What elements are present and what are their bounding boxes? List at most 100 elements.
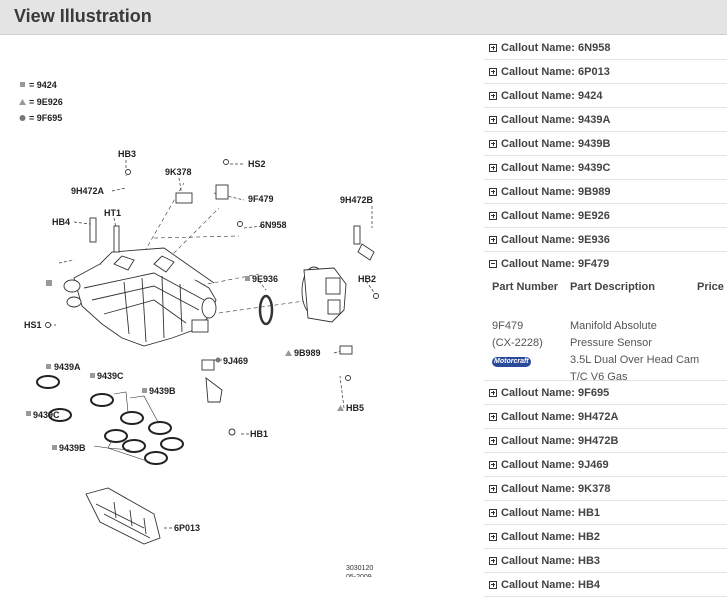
plus-box-icon[interactable]	[489, 139, 497, 148]
plus-box-icon[interactable]	[489, 187, 497, 196]
callout-9e936[interactable]: 9E936	[252, 274, 278, 284]
callout-row[interactable]: Callout Name: 9439A	[484, 108, 727, 132]
plus-box-icon[interactable]	[489, 436, 497, 445]
callout-value: 9439B	[578, 137, 611, 150]
intake-manifold	[63, 247, 217, 347]
part-number-link[interactable]: 9F479	[492, 320, 524, 332]
callout-ht1[interactable]: HT1	[104, 208, 121, 218]
callout-row[interactable]: Callout Name: 9H472B	[484, 429, 727, 453]
callout-prefix: Callout Name:	[501, 209, 575, 222]
callout-value: HB1	[578, 506, 601, 519]
callout-9h472a[interactable]: 9H472A	[71, 186, 105, 196]
callout-prefix: Callout Name:	[501, 530, 575, 543]
desc-line: Manifold Absolute	[570, 320, 657, 332]
plus-box-icon[interactable]	[489, 532, 497, 541]
desc-line: 3.5L Dual Over Head Cam	[570, 354, 700, 366]
callout-value: HB4	[578, 578, 601, 591]
plus-box-icon[interactable]	[489, 508, 497, 517]
part-number-cell: 9F479 (CX-2228) Motorcraft	[492, 318, 543, 369]
callout-prefix: Callout Name:	[501, 482, 575, 495]
legend-circle-label: = 9F695	[29, 113, 62, 123]
callout-value: 9439C	[578, 161, 611, 174]
callout-value: 9E936	[578, 233, 610, 246]
callout-hb4[interactable]: HB4	[52, 217, 70, 227]
minus-box-icon[interactable]	[489, 259, 497, 268]
callout-hb3[interactable]: HB3	[118, 149, 136, 159]
callout-6p013[interactable]: 6P013	[174, 523, 200, 533]
plus-box-icon[interactable]	[489, 580, 497, 589]
plus-box-icon[interactable]	[489, 115, 497, 124]
callout-9k378[interactable]: 9K378	[165, 167, 192, 177]
desc-line: T/C V6 Gas	[570, 371, 628, 383]
callout-row[interactable]: Callout Name: 9424	[484, 84, 727, 108]
callout-row[interactable]: Callout Name: 9H472A	[484, 405, 727, 429]
callout-value: 6N958	[578, 41, 611, 54]
callout-9b989[interactable]: 9B989	[294, 348, 321, 358]
plus-box-icon[interactable]	[489, 67, 497, 76]
callout-hb1[interactable]: HB1	[250, 429, 268, 439]
callout-9439b-upper[interactable]: 9439B	[149, 386, 176, 396]
callout-row[interactable]: Callout Name: 9E936	[484, 228, 727, 252]
callout-9439c-lower[interactable]: 9439C	[33, 410, 60, 420]
callout-row[interactable]: Callout Name: 6N958	[484, 36, 727, 60]
callout-row[interactable]: Callout Name: HB2	[484, 525, 727, 549]
callout-prefix: Callout Name:	[501, 578, 575, 591]
callout-value: 6P013	[578, 65, 610, 78]
callout-row[interactable]: Callout Name: 9K378	[484, 477, 727, 501]
desc-line: Pressure Sensor	[570, 337, 652, 349]
callout-9439b-lower[interactable]: 9439B	[59, 443, 86, 453]
callout-9h472b[interactable]: 9H472B	[340, 195, 374, 205]
callout-prefix: Callout Name:	[501, 137, 575, 150]
plus-box-icon[interactable]	[489, 388, 497, 397]
col-part-number: Part Number	[492, 281, 559, 293]
callout-value: HB3	[578, 554, 601, 567]
callout-prefix: Callout Name:	[501, 458, 575, 471]
triangle-icon	[19, 99, 26, 105]
plus-box-icon[interactable]	[489, 484, 497, 493]
throttle-body	[45, 159, 379, 436]
callout-row[interactable]: Callout Name: 9439C	[484, 156, 727, 180]
callout-row[interactable]: Callout Name: 9439B	[484, 132, 727, 156]
plus-box-icon[interactable]	[489, 43, 497, 52]
callout-row[interactable]: Callout Name: 9B989	[484, 180, 727, 204]
callout-hb5[interactable]: HB5	[346, 403, 364, 413]
callout-value: HB2	[578, 530, 601, 543]
callout-value: 9K378	[578, 482, 611, 495]
parts-illustration: = 9424 = 9E926 = 9F695	[4, 38, 476, 577]
callout-value: 9424	[578, 89, 603, 102]
callout-9439a[interactable]: 9439A	[54, 362, 81, 372]
callout-hs2[interactable]: HS2	[248, 159, 266, 169]
callout-row-expanded[interactable]: Callout Name: 9F479	[484, 252, 727, 275]
legend-square-label: = 9424	[29, 80, 57, 90]
callout-hb2[interactable]: HB2	[358, 274, 376, 284]
alt-part-number: (CX-2228)	[492, 337, 543, 349]
square-icon	[20, 82, 25, 87]
col-price: Price	[697, 281, 724, 293]
callout-row[interactable]: Callout Name: 6P013	[484, 60, 727, 84]
callout-row[interactable]: Callout Name: HB3	[484, 549, 727, 573]
callout-prefix: Callout Name:	[501, 41, 575, 54]
plus-box-icon[interactable]	[489, 460, 497, 469]
callout-9j469[interactable]: 9J469	[223, 356, 248, 366]
plus-box-icon[interactable]	[489, 91, 497, 100]
plus-box-icon[interactable]	[489, 556, 497, 565]
col-part-description: Part Description	[570, 281, 655, 293]
callout-row[interactable]: Callout Name: 9J469	[484, 453, 727, 477]
callout-row[interactable]: Callout Name: HB1	[484, 501, 727, 525]
callout-row[interactable]: Callout Name: 9E926	[484, 204, 727, 228]
callout-6n958[interactable]: 6N958	[260, 220, 287, 230]
callout-prefix: Callout Name:	[501, 506, 575, 519]
callout-9f479[interactable]: 9F479	[248, 194, 274, 204]
callout-value: 9E926	[578, 209, 610, 222]
callout-9439c-upper[interactable]: 9439C	[97, 371, 124, 381]
plus-box-icon[interactable]	[489, 163, 497, 172]
callout-value: 9J469	[578, 458, 609, 471]
callout-prefix: Callout Name:	[501, 434, 575, 447]
illustration-code: 3030120	[346, 565, 373, 572]
callout-hs1[interactable]: HS1	[24, 320, 42, 330]
plus-box-icon[interactable]	[489, 211, 497, 220]
circle-icon	[19, 115, 26, 121]
plus-box-icon[interactable]	[489, 235, 497, 244]
plus-box-icon[interactable]	[489, 412, 497, 421]
callout-row[interactable]: Callout Name: 9F695	[484, 381, 727, 405]
